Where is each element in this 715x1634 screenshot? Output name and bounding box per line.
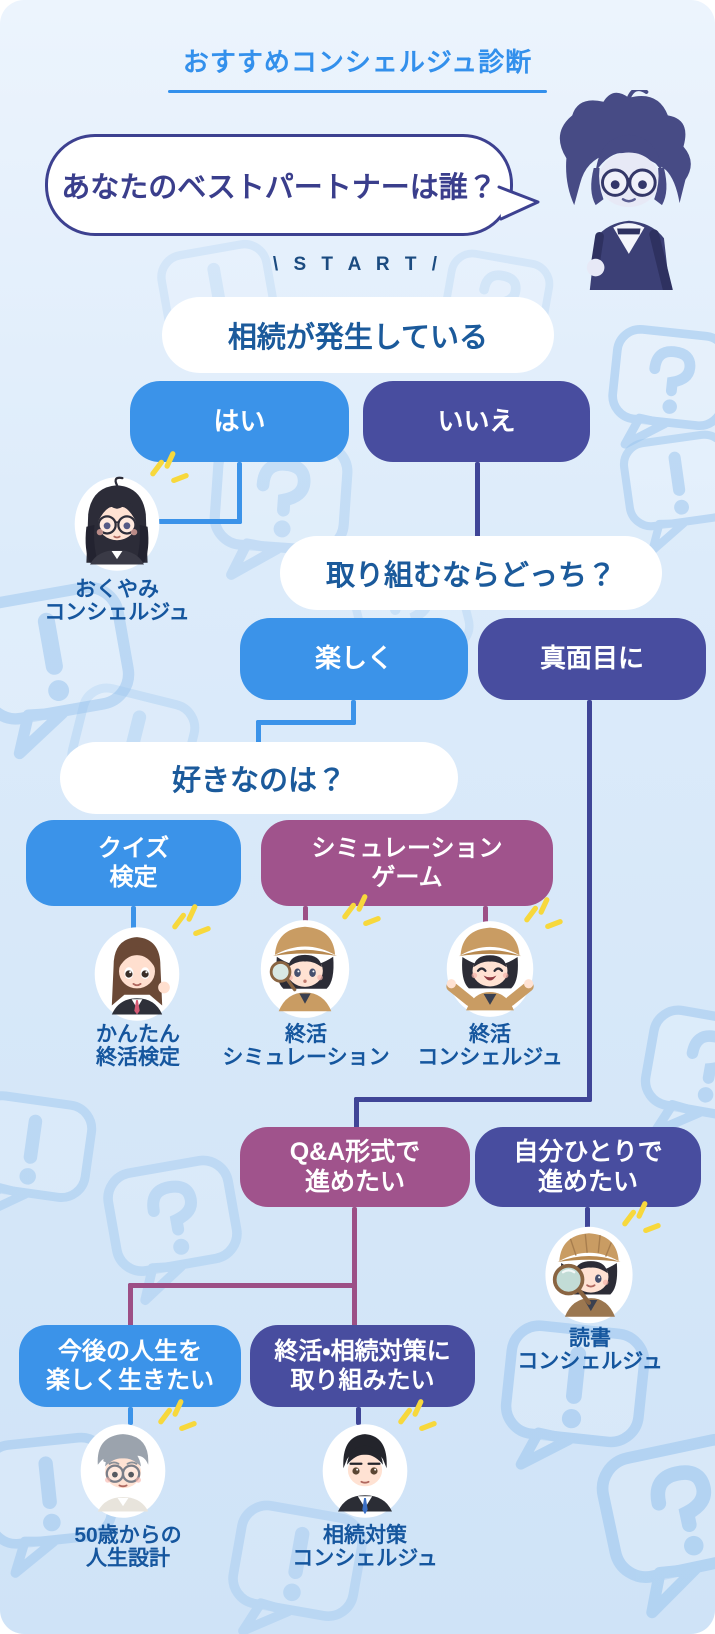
result-line1: おくやみ: [75, 578, 159, 601]
result-line1: 50歳からの: [74, 1524, 182, 1547]
connector-serious-branch-horizontal: [354, 1097, 592, 1102]
answer-line2: 楽しく生きたい: [46, 1367, 214, 1394]
connector-no-vertical: [475, 462, 480, 538]
avatar-kantan-shukatsu-kentei: [92, 924, 182, 1024]
connector-qa-branch-horizontal: [128, 1283, 357, 1288]
answer-fun-button[interactable]: 楽しく: [240, 618, 468, 700]
question-text: 相続が発生している: [227, 322, 489, 354]
connector-game-vertical-right: [483, 906, 488, 926]
answer-line2: 検定: [109, 864, 158, 891]
answer-no-button[interactable]: いいえ: [363, 381, 590, 462]
speech-bubble: あなたのベストパートナーは誰？: [45, 134, 513, 236]
answer-line2: 進めたい: [304, 1168, 405, 1196]
question-what-you-like: 好きなのは？: [60, 742, 458, 814]
avatar-souzoku-concierge: [320, 1421, 410, 1521]
sparkle-icon: [150, 451, 189, 484]
connector-game-vertical-left: [303, 906, 308, 926]
sparkle-icon: [158, 1399, 197, 1432]
answer-line1: シミュレーション: [311, 834, 503, 862]
sparkle-icon: [342, 894, 381, 927]
connector-fun-drop: [256, 720, 261, 744]
connector-future-drop: [128, 1283, 133, 1327]
answer-line1: 今後の人生を: [58, 1337, 202, 1365]
speech-bubble-tail: [497, 185, 540, 221]
start-label: \ S T A R T /: [272, 254, 443, 275]
result-line2: 人生設計: [86, 1547, 170, 1570]
sparkle-icon: [524, 897, 563, 930]
answer-qa-style-button[interactable]: Q&A形式で 進めたい: [240, 1127, 470, 1207]
answer-by-myself-button[interactable]: 自分ひとりで 進めたい: [475, 1127, 701, 1207]
connector-fun-horizontal: [256, 720, 356, 725]
answer-label: 楽しく: [314, 643, 393, 674]
avatar-shukatsu-concierge: [444, 918, 536, 1020]
sparkle-icon: [398, 1399, 437, 1432]
result-label-shukatsu-concierge: 終活 コンシェルジュ: [390, 1023, 590, 1069]
answer-line1: 自分ひとりで: [513, 1137, 663, 1166]
result-line1: 相続対策: [323, 1524, 407, 1547]
connector-qa-drop: [354, 1097, 359, 1129]
mascot-boy-glasses-illustration: [559, 90, 691, 290]
avatar-age50-life-design: [78, 1421, 168, 1521]
result-line2: シミュレーション: [222, 1046, 390, 1069]
decor-speech-bubble-question: [608, 325, 715, 449]
connector-future-vertical: [128, 1407, 133, 1425]
sparkle-icon: [622, 1201, 661, 1234]
answer-simulation-game-button[interactable]: シミュレーション ゲーム: [261, 820, 553, 906]
title-underline: [168, 90, 547, 93]
answer-line1: クイズ: [97, 834, 170, 862]
avatar-okuyami-concierge: [72, 472, 162, 576]
answer-line1: 終活・相続対策に: [274, 1337, 451, 1365]
result-line2: 終活検定: [96, 1046, 180, 1069]
result-line2: コンシェルジュ: [292, 1547, 438, 1570]
answer-quiz-button[interactable]: クイズ 検定: [26, 820, 241, 906]
answer-line1: Q&A形式で: [289, 1137, 421, 1166]
decor-speech-bubble-question: [596, 1433, 715, 1619]
avatar-shukatsu-simulation: [258, 916, 352, 1022]
sparkle-icon: [172, 904, 211, 937]
result-line1: 終活: [469, 1023, 511, 1046]
result-line1: 読書: [569, 1327, 611, 1350]
answer-tackle-shukatsu-button[interactable]: 終活・相続対策に 取り組みたい: [250, 1325, 475, 1407]
connector-yes-horizontal: [158, 519, 242, 524]
result-line2: コンシェルジュ: [517, 1350, 663, 1373]
answer-serious-button[interactable]: 真面目に: [478, 618, 706, 700]
avatar-dokusho-concierge: [542, 1224, 636, 1326]
connector-yes-vertical: [237, 462, 242, 524]
result-label-dokusho: 読書 コンシェルジュ: [490, 1327, 690, 1373]
connector-quiz-vertical: [131, 906, 136, 932]
answer-enjoy-life-button[interactable]: 今後の人生を 楽しく生きたい: [19, 1325, 241, 1407]
answer-line2: 取り組みたい: [290, 1367, 435, 1394]
answer-label: はい: [213, 405, 266, 436]
decor-speech-bubble-exclamation: [0, 1091, 97, 1219]
answer-yes-button[interactable]: はい: [130, 381, 349, 462]
connector-serious-vertical: [587, 700, 592, 1102]
connector-qa-vertical: [352, 1207, 357, 1327]
question-text: 取り組むならどっち？: [325, 560, 616, 592]
result-label-kantan: かんたん 終活検定: [38, 1023, 238, 1069]
answer-label: いいえ: [437, 405, 516, 436]
question-inheritance-occurred: 相続が発生している: [162, 297, 554, 373]
answer-line2: ゲーム: [371, 864, 443, 891]
connector-alone-vertical: [585, 1207, 590, 1229]
connector-tackle-vertical: [356, 1407, 361, 1425]
speech-bubble-text: あなたのベストパートナーは誰？: [61, 172, 497, 204]
question-text: 好きなのは？: [171, 765, 346, 797]
result-label-okuyami: おくやみ コンシェルジュ: [7, 578, 227, 624]
result-label-shukatsu-sim: 終活 シミュレーション: [206, 1023, 406, 1069]
result-line1: 終活: [285, 1023, 327, 1046]
connector-fun-vertical: [351, 700, 356, 725]
question-how-to-approach: 取り組むならどっち？: [280, 536, 662, 610]
result-label-age50: 50歳からの 人生設計: [28, 1524, 228, 1570]
answer-line2: 進めたい: [537, 1168, 638, 1196]
result-line2: コンシェルジュ: [417, 1046, 563, 1069]
result-line1: かんたん: [96, 1023, 180, 1046]
result-line2: コンシェルジュ: [44, 601, 190, 624]
page-title: おすすめコンシェルジュ診断: [182, 47, 533, 77]
answer-label: 真面目に: [539, 643, 644, 674]
result-label-souzoku: 相続対策 コンシェルジュ: [265, 1524, 465, 1570]
